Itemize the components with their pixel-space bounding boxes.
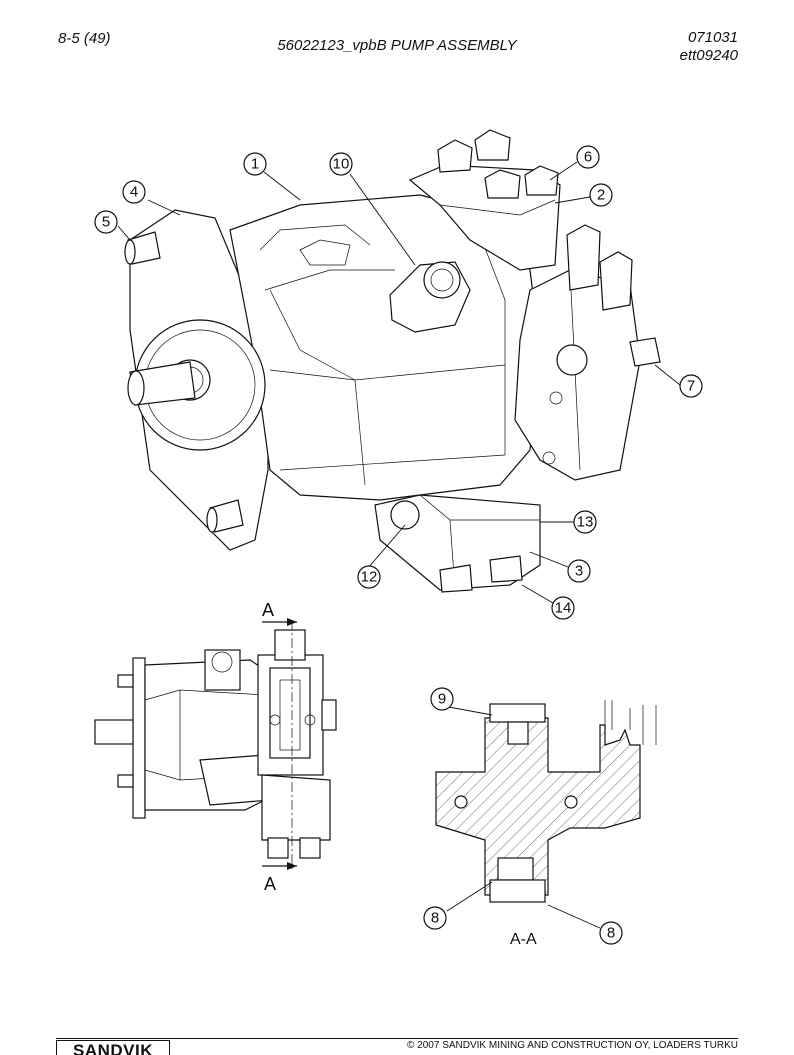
section-view-label: A-A [510, 931, 537, 948]
svg-text:1: 1 [251, 156, 259, 173]
page-title: 56022123_vpbB PUMP ASSEMBLY [277, 37, 517, 54]
leader-lines [117, 161, 681, 929]
callout-7: 7 [679, 374, 703, 398]
copyright-notice: © 2007 SANDVIK MINING AND CONSTRUCTION O… [407, 1040, 738, 1051]
callout-6: 6 [576, 145, 600, 169]
callout-9: 9 [430, 687, 454, 711]
sandvik-logo: SANDVIK [56, 1040, 170, 1055]
date-code: 071031 [687, 29, 738, 46]
svg-text:7: 7 [687, 378, 695, 395]
section-a-a-view: A-A [435, 700, 657, 948]
callout-14: 14 [551, 596, 575, 620]
page-number: 8-5 (49) [58, 30, 111, 47]
callout-5: 5 [94, 210, 118, 234]
svg-text:5: 5 [102, 214, 110, 231]
pump-isometric-view [124, 129, 661, 593]
callout-13: 13 [573, 510, 597, 534]
callout-12: 12 [357, 565, 381, 589]
svg-text:14: 14 [555, 600, 572, 617]
svg-text:3: 3 [575, 563, 583, 580]
section-marker-bottom: A [264, 874, 276, 894]
svg-text:8: 8 [607, 925, 615, 942]
callout-8-left: 8 [423, 906, 447, 930]
svg-text:4: 4 [130, 184, 138, 201]
callout-2: 2 [589, 183, 613, 207]
callout-8-right: 8 [599, 921, 623, 945]
svg-text:6: 6 [584, 149, 592, 166]
svg-text:9: 9 [438, 691, 446, 708]
section-marker-top: A [262, 600, 274, 620]
callout-1: 1 [243, 152, 267, 176]
callout-10: 10 [329, 152, 353, 176]
pump-side-view: A A [94, 600, 337, 894]
callout-4: 4 [122, 180, 146, 204]
svg-text:10: 10 [333, 156, 350, 173]
svg-text:8: 8 [431, 910, 439, 927]
svg-text:12: 12 [361, 569, 378, 586]
document-id: ett09240 [679, 47, 738, 64]
callout-3: 3 [567, 559, 591, 583]
svg-text:13: 13 [577, 514, 594, 531]
footer-rule [56, 1038, 738, 1039]
svg-text:2: 2 [597, 187, 605, 204]
